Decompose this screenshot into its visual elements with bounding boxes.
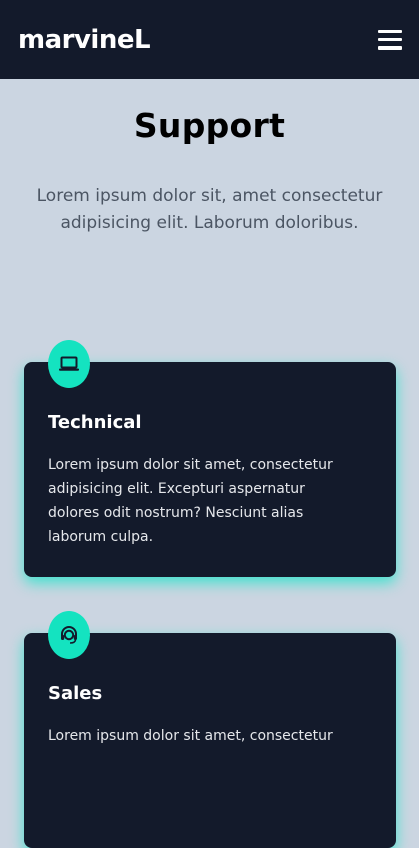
card-sales: Sales Lorem ipsum dolor sit amet, consec… <box>24 611 396 848</box>
menu-bar <box>378 37 402 42</box>
card-title: Sales <box>48 683 103 704</box>
hero-description: Lorem ipsum dolor sit, amet consectetur … <box>36 186 383 233</box>
hamburger-menu-icon[interactable] <box>378 29 402 50</box>
headset-icon-svg <box>61 626 77 644</box>
card-text: Lorem ipsum dolor sit amet, consectetur <box>48 728 333 744</box>
logo[interactable]: marvineL <box>18 24 151 55</box>
laptop-icon-svg <box>59 356 79 371</box>
card-title: Technical <box>48 412 142 433</box>
card-technical: Technical Lorem ipsum dolor sit amet, co… <box>24 340 396 577</box>
headset-icon <box>48 611 90 659</box>
page-title: Support <box>133 106 286 145</box>
navbar: marvineL <box>0 0 419 79</box>
card-text: Lorem ipsum dolor sit amet, consectetur … <box>48 457 333 545</box>
support-hero: Support Lorem ipsum dolor sit, amet cons… <box>0 79 419 237</box>
menu-bar <box>378 46 402 50</box>
menu-bar <box>378 29 402 33</box>
laptop-icon <box>48 340 90 388</box>
